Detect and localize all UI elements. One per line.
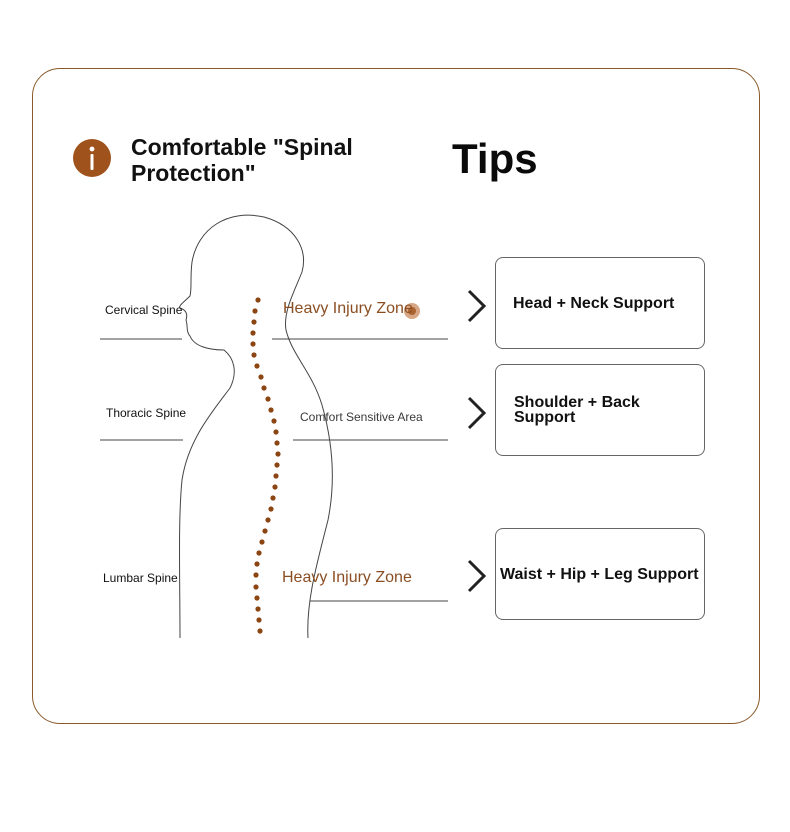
shoulder-back-support-box: Shoulder + Back Support bbox=[495, 364, 705, 456]
spine-dots bbox=[250, 297, 281, 634]
chevron-right-icon bbox=[467, 289, 487, 323]
cervical-spine-label: Cervical Spine bbox=[105, 303, 183, 317]
body-silhouette bbox=[179, 214, 333, 639]
chevron-right-icon bbox=[467, 396, 487, 430]
comfort-sensitive-area: Comfort Sensitive Area bbox=[300, 410, 423, 424]
tips-heading: Tips bbox=[452, 135, 538, 182]
zone-marker-core-icon bbox=[408, 307, 416, 315]
head-neck-support-box: Head + Neck Support bbox=[495, 257, 705, 349]
upper-heavy-injury-zone: Heavy Injury Zone bbox=[283, 300, 413, 317]
page-title: Comfortable "Spinal Protection" bbox=[131, 134, 353, 186]
shoulder-back-support-text: Shoulder + Back Support bbox=[514, 394, 640, 426]
lower-heavy-injury-zone: Heavy Injury Zone bbox=[282, 569, 412, 586]
waist-hip-leg-support-box: Waist + Hip + Leg Support bbox=[495, 528, 705, 620]
chevron-right-icon bbox=[467, 559, 487, 593]
head-neck-support-text: Head + Neck Support bbox=[513, 294, 675, 312]
lumbar-spine-label: Lumbar Spine bbox=[103, 571, 178, 585]
info-icon bbox=[73, 139, 111, 177]
divider-lines bbox=[100, 338, 448, 602]
waist-hip-leg-support-text: Waist + Hip + Leg Support bbox=[500, 565, 699, 583]
thoracic-spine-label: Thoracic Spine bbox=[106, 406, 187, 420]
